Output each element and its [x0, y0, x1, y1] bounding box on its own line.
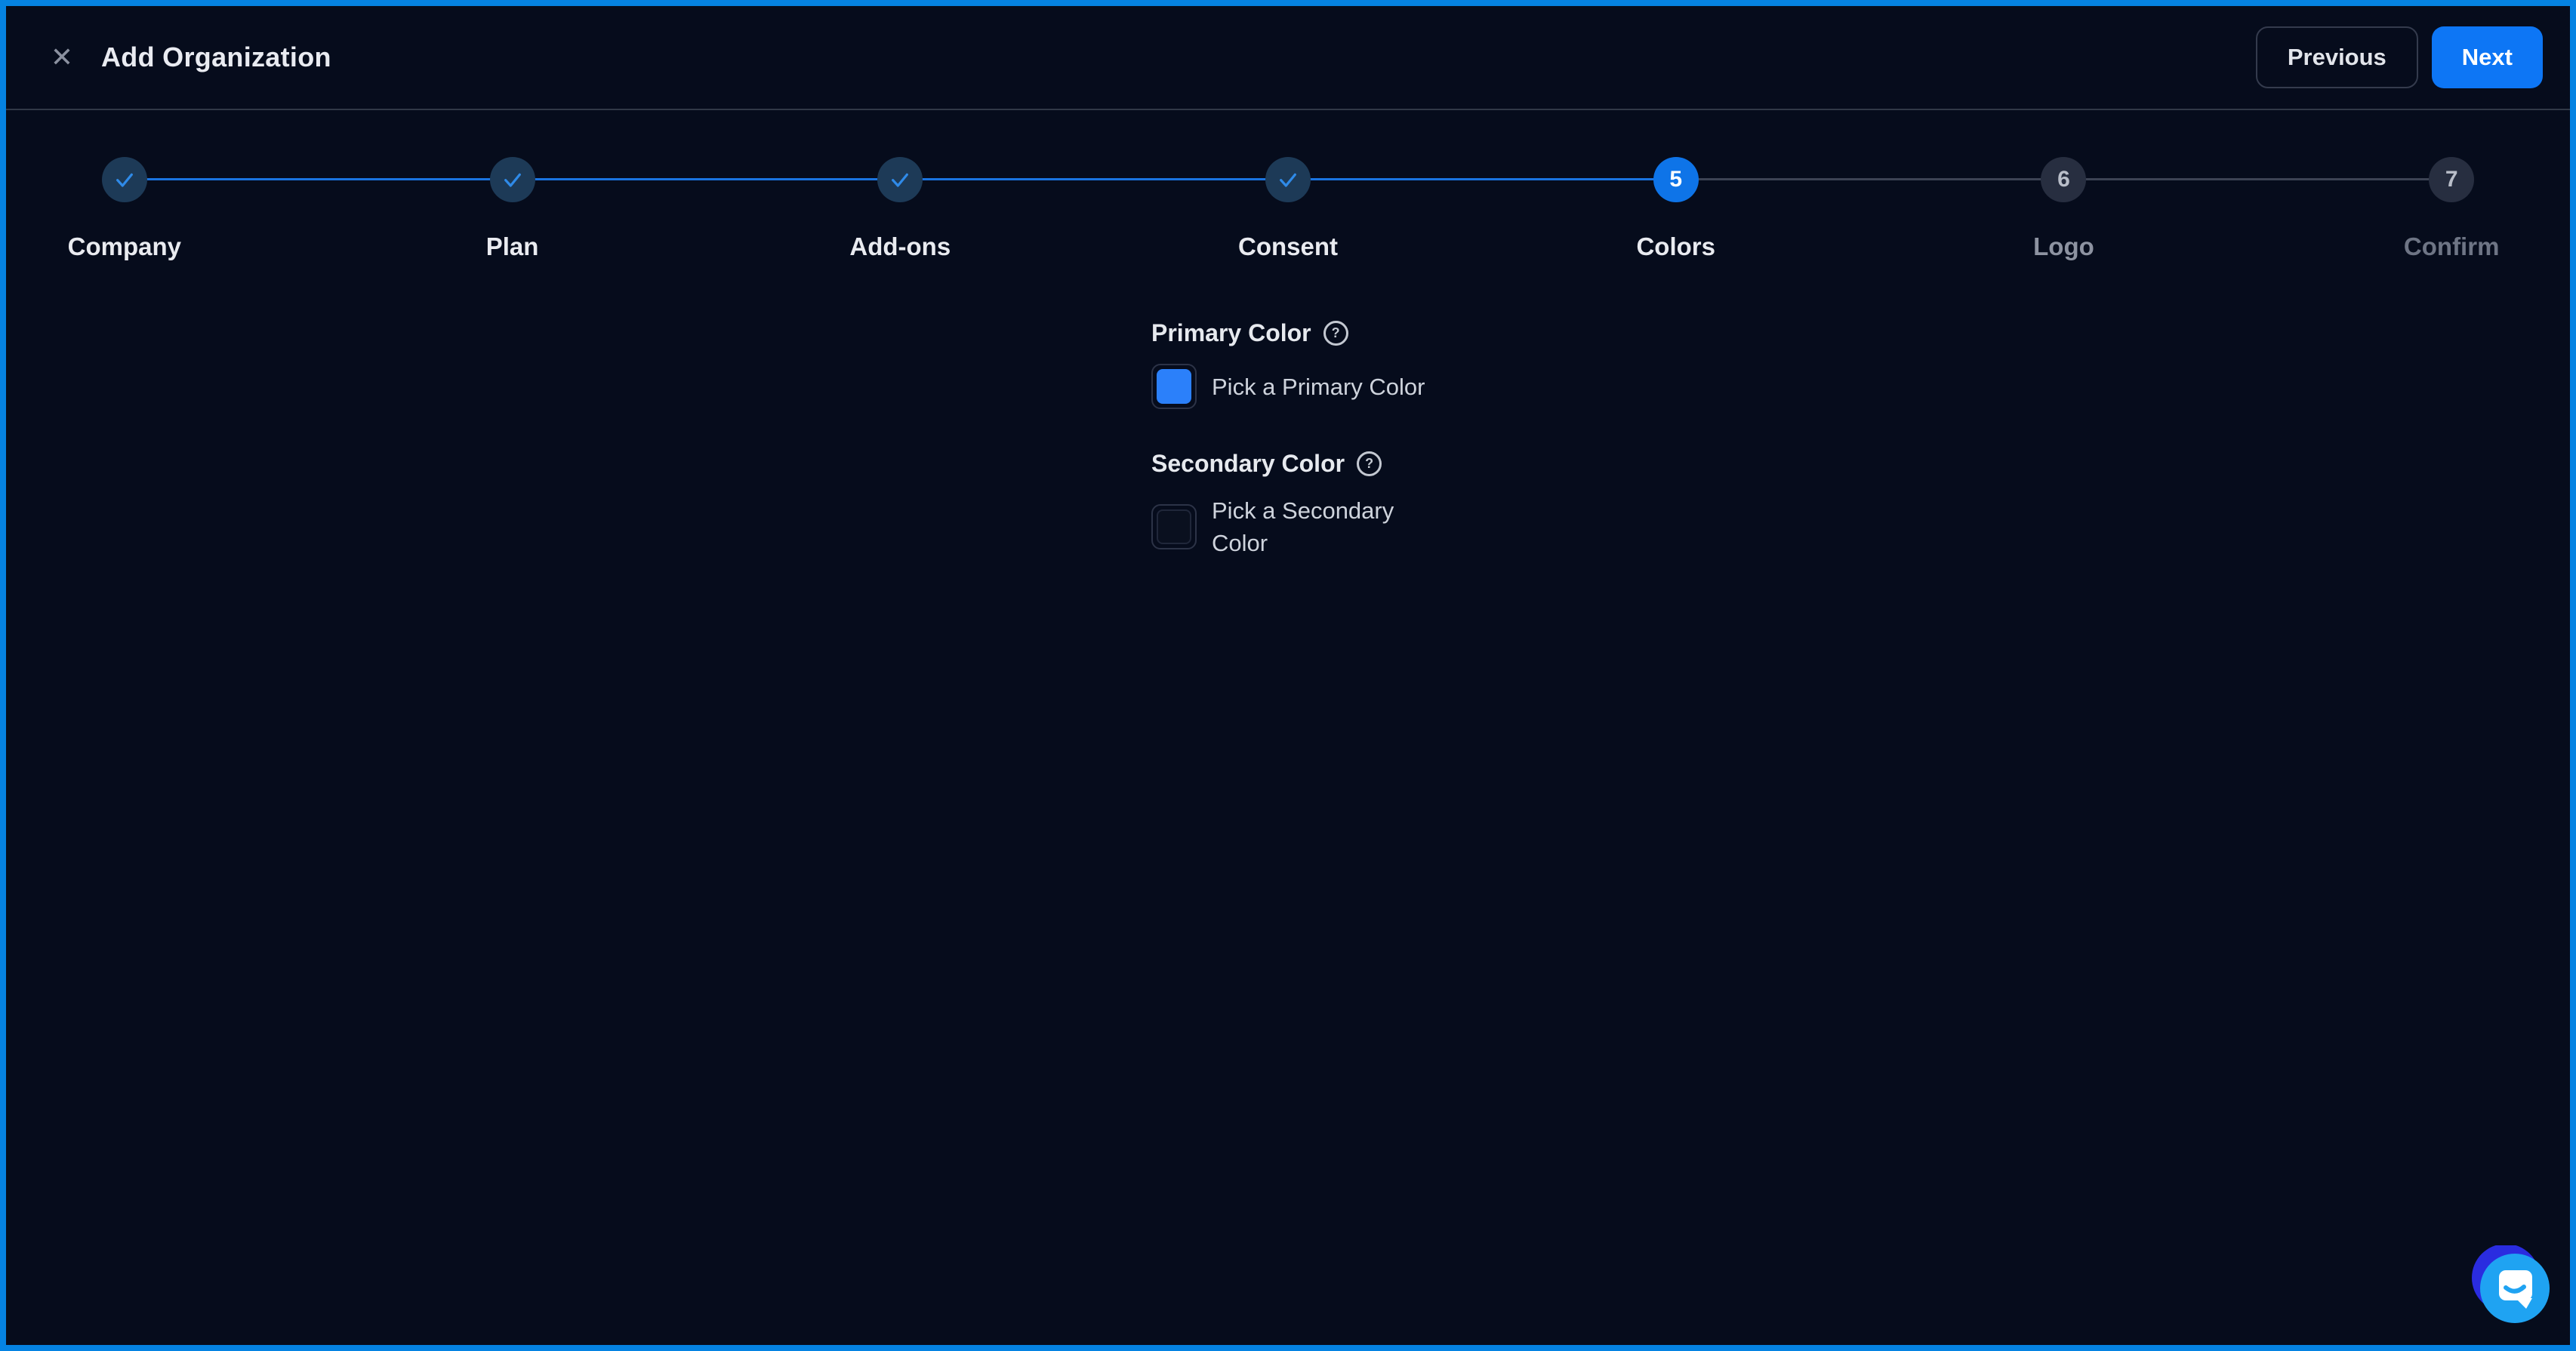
- step-connector: [900, 178, 1289, 180]
- close-icon: ✕: [50, 42, 74, 72]
- primary-color-label: Primary Color: [1151, 319, 1311, 346]
- secondary-color-pick-label: Pick a Secondary Color: [1212, 497, 1394, 556]
- secondary-color-swatch: [1157, 509, 1191, 544]
- step-connector: [1675, 178, 2064, 180]
- step-label: Add-ons: [849, 232, 951, 260]
- step-number: 5: [1669, 167, 1683, 192]
- step-connector: [512, 178, 901, 180]
- step-label: Logo: [2033, 232, 2094, 260]
- step-plan-dot: [489, 157, 535, 202]
- step-add-ons-dot: [877, 157, 923, 202]
- check-icon: [892, 173, 909, 187]
- primary-color-swatch: [1157, 369, 1191, 404]
- primary-color-field: Primary Color ? Pick a Primary Color: [1151, 319, 1725, 409]
- step-connector: [1288, 178, 1676, 180]
- primary-color-pick-label: Pick a Primary Color: [1212, 373, 1425, 400]
- check-icon: [1280, 173, 1296, 187]
- step-label: Consent: [1238, 232, 1339, 260]
- step-connector: [124, 178, 513, 180]
- secondary-color-swatch-button[interactable]: [1151, 504, 1197, 549]
- step-label: Plan: [485, 232, 539, 260]
- secondary-color-label-row: Secondary Color ?: [1151, 450, 1725, 478]
- chat-launcher-button[interactable]: [2472, 1244, 2552, 1325]
- check-icon: [116, 173, 133, 187]
- wizard-stepper: Company Plan Add-ons: [6, 110, 2570, 261]
- step-logo[interactable]: 6 Logo: [1675, 157, 2258, 261]
- step-number: 6: [2057, 167, 2070, 192]
- help-icon[interactable]: ?: [1357, 451, 1382, 476]
- primary-color-swatch-button[interactable]: [1151, 364, 1197, 409]
- step-confirm[interactable]: 7 Confirm: [2063, 157, 2570, 261]
- step-company[interactable]: Company: [6, 157, 319, 261]
- step-colors-dot: 5: [1653, 157, 1699, 202]
- page-title: Add Organization: [101, 42, 331, 72]
- step-consent[interactable]: Consent: [900, 157, 1482, 261]
- step-confirm-dot: 7: [2429, 157, 2475, 202]
- secondary-color-label: Secondary Color: [1151, 450, 1345, 477]
- primary-color-label-row: Primary Color ?: [1151, 319, 1725, 347]
- help-icon[interactable]: ?: [1323, 321, 1348, 346]
- step-company-dot: [101, 157, 147, 202]
- step-label: Confirm: [2403, 232, 2500, 260]
- primary-color-picker-row: Pick a Primary Color: [1151, 364, 1725, 409]
- step-consent-dot: [1265, 157, 1311, 202]
- close-button[interactable]: ✕: [44, 39, 80, 75]
- step-colors[interactable]: 5 Colors: [1288, 157, 1870, 261]
- stepper-track: Company Plan Add-ons: [6, 157, 2570, 261]
- modal-header: ✕ Add Organization Previous Next: [6, 6, 2570, 110]
- colors-step-form: Primary Color ? Pick a Primary Color Sec…: [1151, 319, 1725, 600]
- step-label: Company: [67, 232, 182, 260]
- step-label: Colors: [1636, 232, 1715, 260]
- secondary-color-field: Secondary Color ? Pick a Secondary Color: [1151, 450, 1725, 559]
- step-logo-dot: 6: [2041, 157, 2087, 202]
- secondary-color-picker-row: Pick a Secondary Color: [1151, 494, 1725, 559]
- step-plan[interactable]: Plan: [124, 157, 707, 261]
- check-icon: [504, 173, 521, 187]
- previous-button[interactable]: Previous: [2255, 26, 2418, 88]
- step-connector: [2063, 178, 2452, 180]
- chat-bubble-icon: [2472, 1244, 2550, 1323]
- next-button[interactable]: Next: [2431, 26, 2543, 88]
- step-number: 7: [2445, 167, 2458, 192]
- step-add-ons[interactable]: Add-ons: [512, 157, 1094, 261]
